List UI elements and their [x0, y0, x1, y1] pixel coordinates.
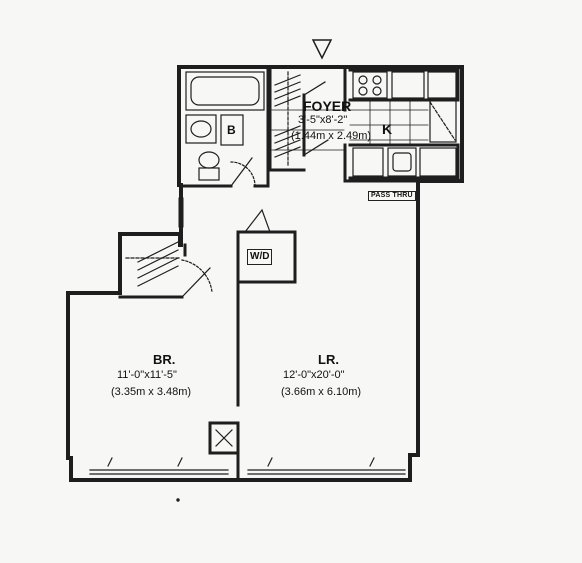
living-room-label: LR. [318, 352, 339, 367]
windows [89, 197, 406, 475]
pass-thru-label: PASS THRU [368, 191, 416, 202]
kitchen-label: K [382, 121, 393, 137]
floor-tiles [271, 99, 429, 151]
bedroom-dim-imperial: 11'-0"x11'-5" [117, 369, 177, 381]
foyer-dim-imperial: 3'-5"x8'-2" [298, 114, 348, 126]
closet-hatching [125, 71, 329, 298]
bedroom-label: BR. [153, 352, 176, 367]
washer-dryer-label: W/D [247, 249, 273, 265]
bedroom-dim-metric: (3.35m x 3.48m) [111, 386, 192, 398]
foyer-label: FOYER [303, 98, 352, 114]
bath-label: B [227, 123, 236, 137]
kitchen-fixtures [352, 71, 457, 177]
entry-arrow-icon [311, 39, 333, 60]
living-room-dim-imperial: 12'-0"x20'-0" [283, 369, 345, 381]
bath-fixtures [185, 71, 265, 187]
outer-walls [66, 65, 464, 482]
interior-walls [118, 65, 460, 482]
living-room-dim-metric: (3.66m x 6.10m) [281, 386, 362, 398]
foyer-dim-metric: (1.44m x 2.49m) [291, 130, 372, 142]
